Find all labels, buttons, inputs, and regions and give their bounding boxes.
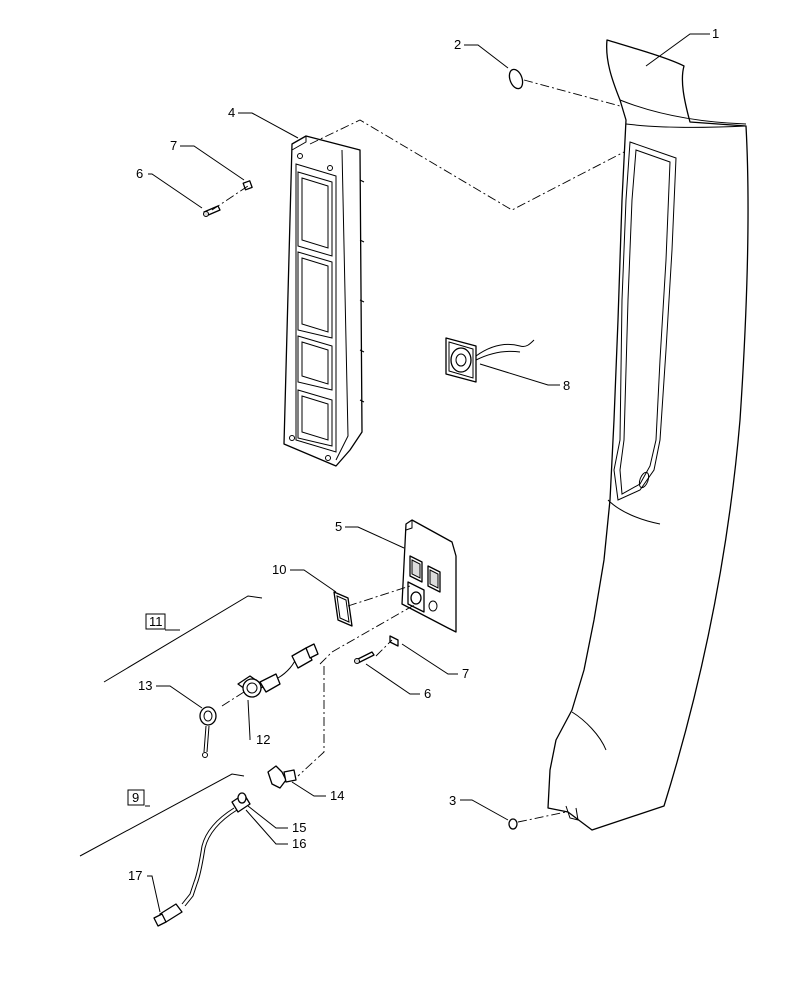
callout-7-lower: 7 — [462, 666, 469, 681]
assembly-lines — [211, 79, 625, 823]
callout-6-upper: 6 — [136, 166, 143, 181]
callout-10: 10 — [272, 562, 286, 577]
callout-labels: 1 2 3 4 5 6 7 8 10 13 12 14 15 16 17 6 7 — [128, 26, 719, 883]
callout-14: 14 — [330, 788, 344, 803]
part-12-power-socket — [237, 643, 319, 698]
part-8-speaker — [445, 337, 535, 383]
part-13-socket-cap — [199, 706, 217, 758]
callout-11-box: 11 — [145, 613, 166, 630]
part-14-knob — [267, 765, 297, 789]
part-17-plug — [153, 903, 183, 927]
callout-6-lower: 6 — [424, 686, 431, 701]
callout-8: 8 — [563, 378, 570, 393]
part-6-screw-lower — [354, 651, 375, 664]
callout-15: 15 — [292, 820, 306, 835]
part-2-disc — [508, 68, 524, 90]
callout-12: 12 — [256, 732, 270, 747]
part-15-16-accessory-socket — [181, 792, 251, 907]
callout-1: 1 — [712, 26, 719, 41]
callout-11: 11 — [149, 614, 163, 629]
pillar-trim-panel — [547, 39, 749, 831]
part-3-plug — [508, 818, 518, 830]
callout-5: 5 — [335, 519, 342, 534]
callout-2: 2 — [454, 37, 461, 52]
callout-13: 13 — [138, 678, 152, 693]
part-6-screw-upper — [203, 205, 221, 217]
bracket-11 — [103, 595, 263, 683]
part-5-switch-plate — [401, 519, 457, 633]
callout-16: 16 — [292, 836, 306, 851]
part-4-bezel-panel — [283, 135, 365, 467]
callout-4: 4 — [228, 105, 235, 120]
callout-9: 9 — [132, 790, 139, 805]
part-10-switch-cover — [333, 591, 353, 627]
bracket-9 — [79, 773, 245, 857]
part-7-clip-lower — [389, 635, 399, 647]
callout-7-upper: 7 — [170, 138, 177, 153]
leader-lines — [145, 33, 710, 913]
callout-9-box: 9 — [127, 789, 145, 806]
callout-17: 17 — [128, 868, 142, 883]
callout-3: 3 — [449, 793, 456, 808]
